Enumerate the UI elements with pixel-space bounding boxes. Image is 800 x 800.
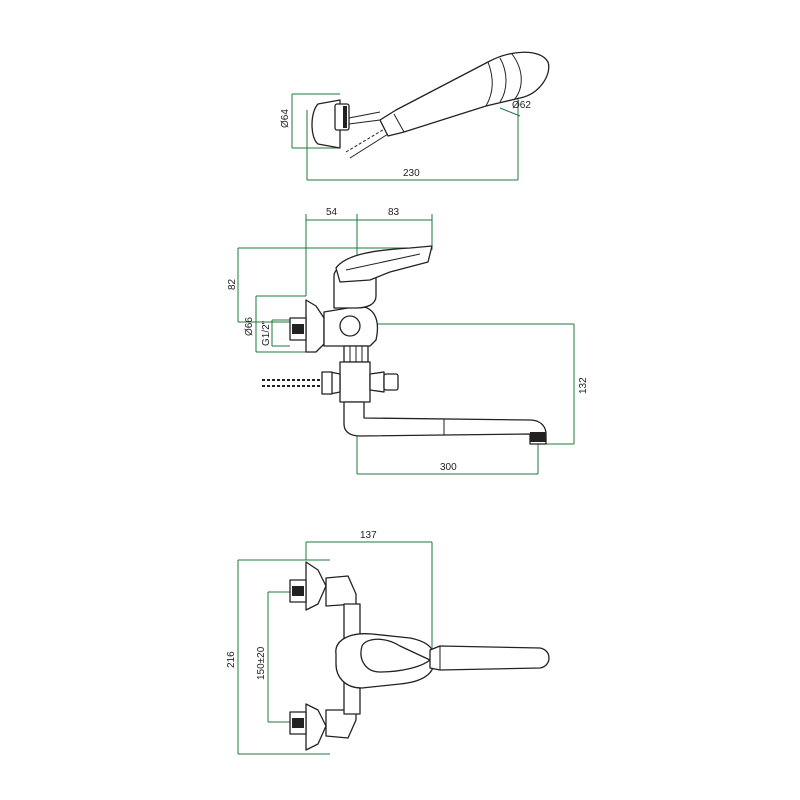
shower-hose xyxy=(345,127,389,159)
top-dimension-lines xyxy=(237,541,433,755)
side-hose xyxy=(262,379,322,387)
side-spout-reach-label: 300 xyxy=(440,462,457,473)
top-depth-label: 137 xyxy=(360,530,377,541)
side-wall-flange xyxy=(289,299,325,353)
top-lower-inlet xyxy=(289,703,357,751)
top-upper-inlet xyxy=(289,561,357,611)
shower-length-label: 230 xyxy=(403,168,420,179)
side-offset-label: 54 xyxy=(326,207,338,218)
side-handle-label: 83 xyxy=(388,207,400,218)
top-total-height-label: 216 xyxy=(226,651,237,668)
shower-view: Ø64 Ø62 230 xyxy=(280,51,550,181)
top-view: 137 216 150±20 xyxy=(226,530,550,755)
shower-head-diameter-label: Ø64 xyxy=(280,109,291,128)
side-lever-handle xyxy=(335,245,433,283)
side-view: 54 83 82 Ø66 G1/2" 132 300 xyxy=(227,207,589,475)
shower-spray-diameter-label: Ø62 xyxy=(512,100,531,111)
side-spout-drop-label: 132 xyxy=(578,377,589,394)
shower-handle xyxy=(379,51,550,137)
side-spout xyxy=(343,401,547,445)
top-centers-label: 150±20 xyxy=(256,646,267,680)
shower-dimension-lines xyxy=(291,92,521,181)
side-body-diameter-label: Ø66 xyxy=(244,317,255,336)
side-diverter xyxy=(321,345,399,403)
side-thread-label: G1/2" xyxy=(261,320,272,346)
side-height-label: 82 xyxy=(227,278,238,290)
shower-wall-bracket xyxy=(311,99,381,149)
top-handle xyxy=(360,638,550,673)
